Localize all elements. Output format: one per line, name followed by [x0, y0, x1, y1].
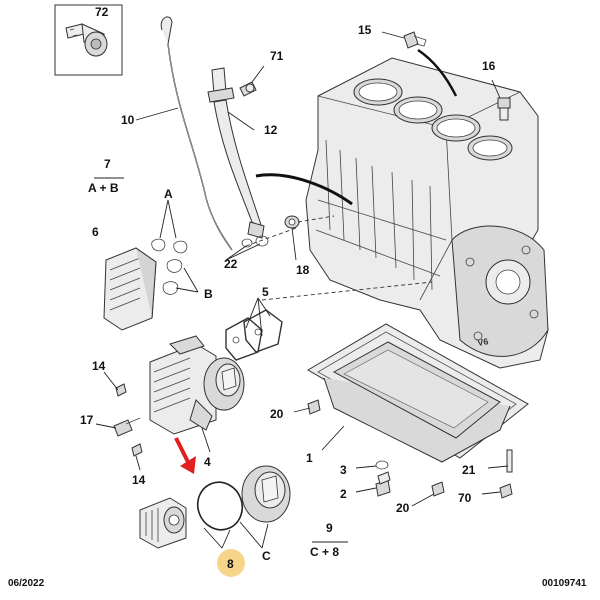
label-21: 21 — [462, 463, 476, 477]
leader-lines — [95, 31, 509, 549]
label-1: 1 — [306, 451, 313, 465]
oil-filter-8 — [139, 497, 187, 549]
label-14-lower: 14 — [132, 473, 146, 487]
footer-ref: 00109741 — [542, 578, 587, 589]
label-20-upper: 20 — [270, 407, 284, 421]
sensor-15 — [403, 31, 427, 49]
label-20-lower: 20 — [396, 501, 410, 515]
label-a: A — [164, 187, 173, 201]
part-labels: 72 10 71 12 15 16 7 A + B A 6 B 22 18 5 … — [80, 5, 496, 571]
o-rings-22 — [241, 235, 269, 248]
label-7: 7 — [104, 157, 111, 171]
label-16: 16 — [482, 59, 496, 73]
label-17: 17 — [80, 413, 94, 427]
inset-box-72 — [54, 4, 123, 76]
bolt-70 — [499, 483, 513, 499]
label-4: 4 — [204, 455, 211, 469]
seal-ring-8 — [196, 481, 244, 531]
bolt-14-lower — [131, 443, 143, 457]
label-14-upper: 14 — [92, 359, 106, 373]
label-10: 10 — [121, 113, 135, 127]
engine-block: V6 — [305, 57, 549, 369]
direction-arrow-icon — [174, 437, 196, 474]
bolt-20-upper — [307, 399, 321, 415]
gaskets-5 — [225, 309, 283, 361]
label-b: B — [204, 287, 213, 301]
dipstick-tube-12 — [207, 67, 265, 239]
label-c: C — [262, 549, 271, 563]
highlight-badge-8 — [217, 549, 245, 577]
drain-plug-2 — [375, 471, 391, 497]
stud-21 — [506, 449, 513, 473]
washer-3 — [375, 460, 389, 470]
label-72: 72 — [95, 5, 109, 19]
bolt-20-lower — [431, 481, 445, 497]
cylinder-bores — [353, 78, 513, 161]
sensor-17 — [113, 417, 141, 437]
seals-a-b — [151, 238, 188, 295]
label-9-sub: C + 8 — [310, 545, 339, 559]
label-18: 18 — [296, 263, 310, 277]
label-5: 5 — [262, 285, 269, 299]
fitting-18 — [284, 215, 300, 229]
filter-cap-c — [241, 465, 291, 523]
label-71: 71 — [270, 49, 284, 63]
bolt-71 — [239, 81, 257, 97]
footer-date: 06/2022 — [8, 578, 45, 589]
svg-text:V6: V6 — [477, 336, 490, 348]
plug-16 — [497, 97, 511, 121]
oil-cooler-6 — [103, 247, 157, 331]
label-9: 9 — [326, 521, 333, 535]
label-7-sub: A + B — [88, 181, 119, 195]
dipstick-10 — [160, 16, 233, 251]
label-70: 70 — [458, 491, 472, 505]
oil-pan-1 — [307, 323, 529, 463]
label-6: 6 — [92, 225, 99, 239]
label-12: 12 — [264, 123, 278, 137]
oil-filter-housing-4 — [149, 335, 245, 435]
label-15: 15 — [358, 23, 372, 37]
label-8: 8 — [227, 557, 234, 571]
bolt-14-upper — [115, 383, 127, 397]
label-22: 22 — [224, 257, 238, 271]
label-3: 3 — [340, 463, 347, 477]
label-2: 2 — [340, 487, 347, 501]
screw-72-icon — [65, 23, 108, 57]
